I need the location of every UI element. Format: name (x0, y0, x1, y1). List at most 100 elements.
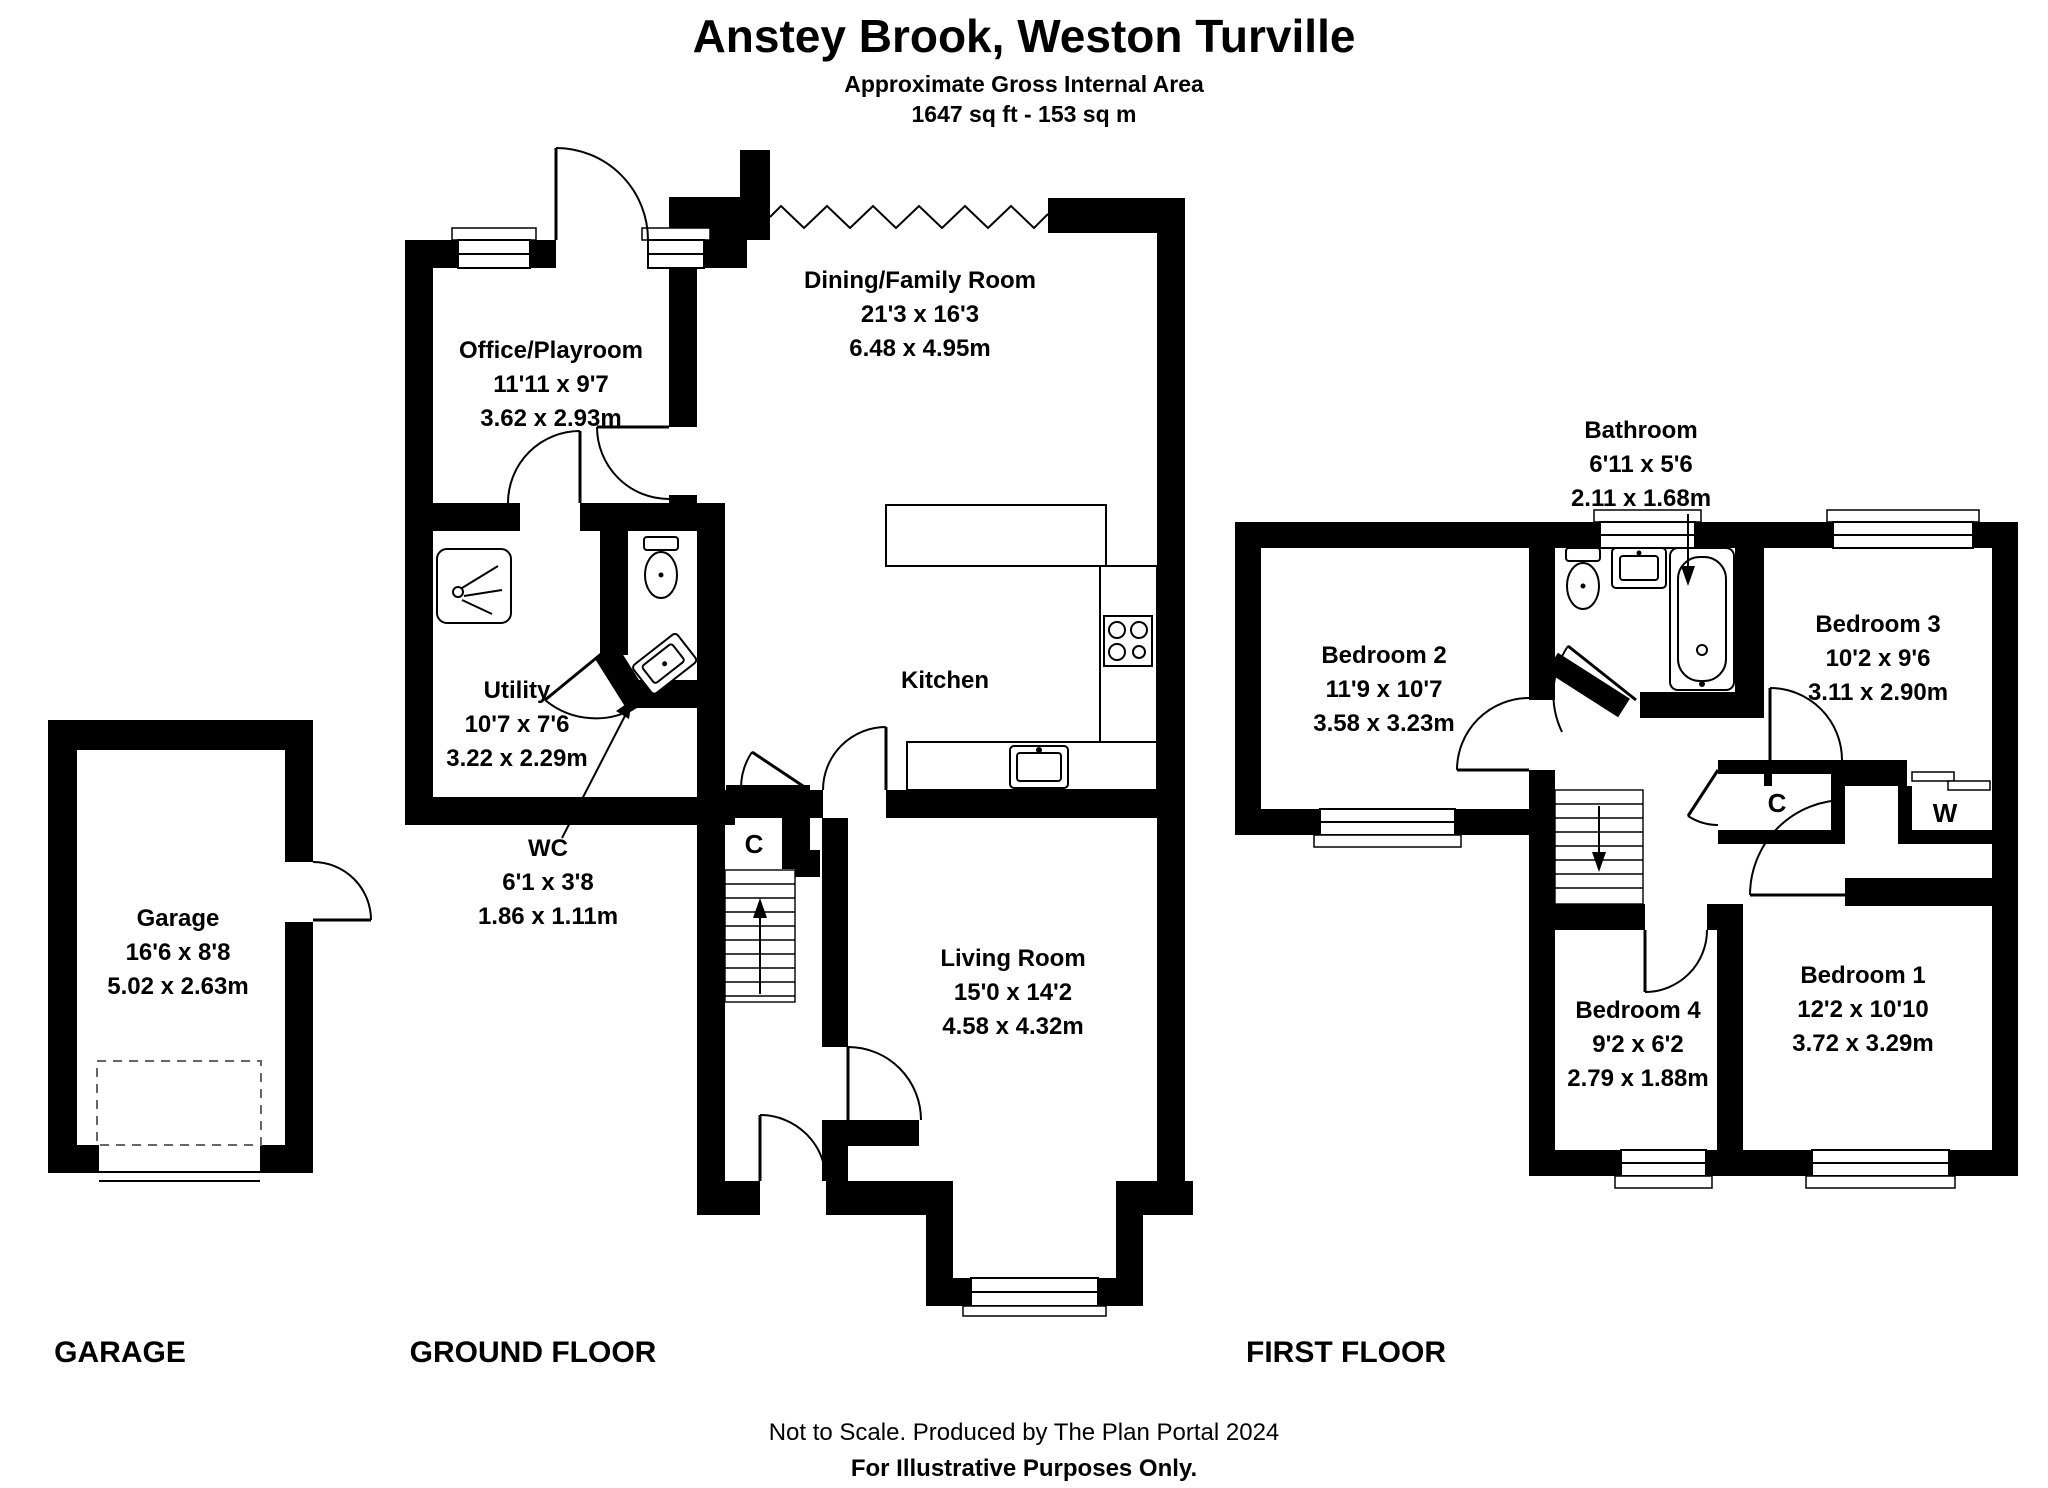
wall (1992, 522, 2018, 1176)
leader-line (561, 709, 629, 839)
wall (1898, 786, 1912, 844)
wall (926, 1278, 971, 1306)
shower-spray (461, 599, 493, 615)
wall (1157, 198, 1185, 1181)
bath-outer (1669, 547, 1735, 691)
bedroom2-imp: 11'9 x 10'7 (1326, 676, 1443, 703)
stairs-up (724, 869, 796, 1003)
window-sill (451, 227, 537, 241)
window-sill (641, 227, 711, 241)
section-label-garage: GARAGE (54, 1336, 186, 1369)
bathroom-leader-arrow (1681, 514, 1695, 586)
wall (795, 850, 820, 877)
section-label-ground: GROUND FLOOR (410, 1336, 657, 1369)
footer-line1: Not to Scale. Produced by The Plan Porta… (769, 1419, 1280, 1446)
dining-name: Dining/Family Room (804, 267, 1036, 294)
wall (886, 790, 1185, 818)
wardrobe-label: W (1933, 798, 1958, 828)
wc-imp: 6'1 x 3'8 (502, 869, 594, 896)
wall (1529, 904, 1645, 930)
leader-arrowhead (616, 700, 632, 719)
wall (1529, 1150, 1621, 1176)
hob-icon (1103, 615, 1153, 667)
cupboard-label-first: C (1768, 788, 1787, 818)
toilet-cistern (1565, 547, 1601, 562)
wall (1718, 760, 1845, 774)
door-arc (822, 726, 887, 791)
cupboard-door-arc (740, 751, 753, 789)
first-windows (1313, 509, 1991, 1189)
basin-icon (1611, 547, 1667, 589)
wall (826, 1181, 926, 1215)
wall (1845, 760, 1907, 786)
wc-leader-arrow (561, 700, 632, 839)
basin-bowl (641, 643, 685, 684)
bathroom-imp: 6'11 x 5'6 (1589, 451, 1693, 478)
wall (285, 922, 313, 1173)
ground-doors (507, 147, 922, 1182)
window-sill (1614, 1175, 1713, 1189)
stairs-up-arrowhead (753, 898, 767, 918)
wall (48, 720, 77, 1173)
counter-peninsula (885, 504, 1107, 567)
wall (822, 1120, 848, 1181)
toilet-detail (1580, 583, 1586, 589)
basin-bowl (1619, 555, 1659, 581)
cupboard-door-leaf (751, 750, 807, 790)
wall (1640, 692, 1764, 718)
garage-door (99, 1171, 260, 1182)
living-met: 4.58 x 4.32m (942, 1013, 1083, 1040)
shower-spray (461, 565, 499, 589)
wall (704, 240, 747, 268)
wc-name: WC (528, 835, 568, 862)
zigzag-line (769, 204, 1049, 230)
bedroom3-met: 3.11 x 2.90m (1808, 679, 1948, 706)
door-arc (1769, 687, 1843, 761)
toilet-detail (658, 572, 664, 578)
wall (1831, 760, 1845, 844)
ground-floor-plan: Office/Playroom 11'11 x 9'7 3.62 x 2.93m… (405, 147, 1193, 1317)
bedroom3-imp: 10'2 x 9'6 (1826, 645, 1931, 672)
utility-name: Utility (484, 677, 551, 704)
wall (405, 503, 520, 531)
door-arc (847, 1046, 922, 1121)
wall (285, 720, 313, 862)
zigzag-opening (769, 204, 1049, 230)
office-name: Office/Playroom (459, 337, 643, 364)
garage-name: Garage (137, 905, 220, 932)
wall (1845, 878, 1992, 906)
garage-walls (48, 720, 313, 1173)
hob-ring (1130, 621, 1148, 639)
ground-windows (451, 227, 1107, 1317)
first-doors (1456, 644, 1846, 993)
bathroom-met: 2.11 x 1.68m (1571, 485, 1711, 512)
wall (1735, 522, 1764, 692)
first-walls (1235, 522, 2018, 1176)
utility-imp: 10'7 x 7'6 (465, 711, 570, 738)
cupboard-door-leaf (1686, 769, 1720, 817)
door-leaf (1567, 644, 1637, 702)
sliding-door (1911, 771, 1955, 782)
ground-walls (405, 150, 1193, 1306)
stair-outline (724, 869, 796, 1003)
section-label-first: FIRST FLOOR (1246, 1336, 1446, 1369)
first-floor-plan: Bathroom 6'11 x 5'6 2.11 x 1.68m Bedroom… (1235, 417, 2018, 1189)
wall (1116, 1181, 1143, 1278)
bathroom-fixtures (1565, 547, 1735, 691)
stair-outline (1554, 789, 1644, 905)
garage-dashed-area (96, 1060, 262, 1146)
door-leaf (544, 648, 607, 702)
living-name: Living Room (940, 945, 1085, 972)
wc-basin-icon (632, 632, 698, 695)
shower-head (452, 586, 464, 598)
wall (48, 720, 313, 750)
wall (1235, 522, 1261, 835)
bedroom2-name: Bedroom 2 (1321, 642, 1446, 669)
office-imp: 11'11 x 9'7 (493, 371, 609, 398)
wall (697, 1181, 760, 1215)
bathroom-diagonal-wall (1546, 652, 1630, 718)
bathroom-name: Bathroom (1584, 417, 1697, 444)
wall (1098, 1278, 1143, 1306)
sliding-door (1947, 780, 1991, 791)
shower-spray (463, 589, 503, 597)
